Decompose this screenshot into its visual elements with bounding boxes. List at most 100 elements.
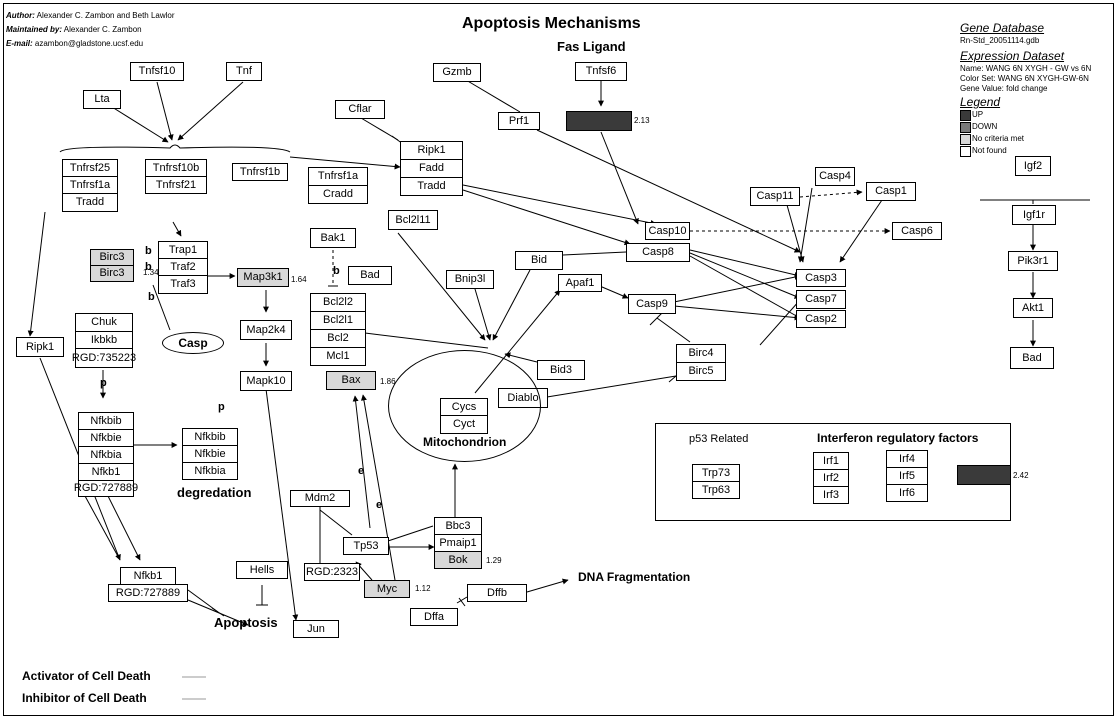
gene-akt1[interactable]: Akt1 bbox=[1013, 298, 1053, 318]
gene-cradd[interactable]: Cradd bbox=[308, 185, 368, 204]
gene-tnfsf10[interactable]: Tnfsf10 bbox=[130, 62, 184, 81]
irf-title: Interferon regulatory factors bbox=[817, 431, 979, 445]
gene-bax[interactable]: Bax bbox=[326, 371, 376, 390]
gene-dffb[interactable]: Dffb bbox=[467, 584, 527, 602]
gene-tradd[interactable]: Tradd bbox=[62, 193, 118, 212]
gene-prf1[interactable]: Prf1 bbox=[498, 112, 540, 130]
gene-bok[interactable]: Bok bbox=[434, 551, 482, 569]
gene-nfkbie-degraded[interactable]: Nfkbie bbox=[182, 445, 238, 463]
gene-casp8[interactable]: Casp8 bbox=[626, 243, 690, 262]
gene-gzmb[interactable]: Gzmb bbox=[433, 63, 481, 82]
value-irf: 2.42 bbox=[1013, 471, 1029, 480]
gene-bnip3l[interactable]: Bnip3l bbox=[446, 270, 494, 289]
gene-trp73[interactable]: Trp73 bbox=[692, 464, 740, 482]
gene-bbc3[interactable]: Bbc3 bbox=[434, 517, 482, 535]
gene-irf2[interactable]: Irf2 bbox=[813, 469, 849, 487]
gene-mcl1[interactable]: Mcl1 bbox=[310, 347, 366, 366]
nfkb1-group: Nfkb1 RGD:727889 bbox=[108, 567, 188, 602]
gene-casp7[interactable]: Casp7 bbox=[796, 290, 846, 309]
gene-nfkbie[interactable]: Nfkbie bbox=[78, 429, 134, 447]
gene-bak1[interactable]: Bak1 bbox=[310, 228, 356, 248]
casp-node[interactable]: Casp bbox=[162, 332, 224, 354]
gene-map3k1[interactable]: Map3k1 bbox=[237, 268, 289, 287]
gene-bcl2l2[interactable]: Bcl2l2 bbox=[310, 293, 366, 312]
irf-expression-box[interactable] bbox=[957, 465, 1011, 485]
gene-casp4[interactable]: Casp4 bbox=[815, 167, 855, 186]
gene-tnfsf6[interactable]: Tnfsf6 bbox=[575, 62, 627, 81]
gene-bcl2l1[interactable]: Bcl2l1 bbox=[310, 311, 366, 330]
inhibitor-legend-label: Inhibitor of Cell Death bbox=[22, 691, 147, 705]
gene-cyct[interactable]: Cyct bbox=[440, 415, 488, 434]
gene-nfkb1-bottom[interactable]: Nfkb1 bbox=[120, 567, 176, 585]
gene-casp10[interactable]: Casp10 bbox=[645, 222, 690, 240]
gene-birc4[interactable]: Birc4 bbox=[676, 344, 726, 363]
gene-ripk1[interactable]: Ripk1 bbox=[400, 141, 463, 160]
gene-chuk[interactable]: Chuk bbox=[75, 313, 133, 332]
gene-traf3[interactable]: Traf3 bbox=[158, 275, 208, 294]
gene-bad-right[interactable]: Bad bbox=[1010, 347, 1054, 369]
gene-irf5[interactable]: Irf5 bbox=[886, 467, 928, 485]
gene-casp6[interactable]: Casp6 bbox=[892, 222, 942, 240]
gene-irf6[interactable]: Irf6 bbox=[886, 484, 928, 502]
gene-birc3-b[interactable]: Birc3 bbox=[90, 265, 134, 282]
gene-birc3-a[interactable]: Birc3 bbox=[90, 249, 134, 266]
gene-cycs[interactable]: Cycs bbox=[440, 398, 488, 416]
gene-cflar[interactable]: Cflar bbox=[335, 100, 385, 119]
gene-map2k4[interactable]: Map2k4 bbox=[240, 320, 292, 340]
gene-tnfrsf21[interactable]: Tnfrsf21 bbox=[145, 176, 207, 194]
gene-jun[interactable]: Jun bbox=[293, 620, 339, 638]
gene-irf3[interactable]: Irf3 bbox=[813, 486, 849, 504]
gene-casp1[interactable]: Casp1 bbox=[866, 182, 916, 201]
gene-birc5[interactable]: Birc5 bbox=[676, 362, 726, 381]
gene-myc[interactable]: Myc bbox=[364, 580, 410, 598]
gene-tp53[interactable]: Tp53 bbox=[343, 537, 389, 555]
gene-trap1[interactable]: Trap1 bbox=[158, 241, 208, 259]
gene-irf1[interactable]: Irf1 bbox=[813, 452, 849, 470]
gene-ikbkb[interactable]: Ikbkb bbox=[75, 331, 133, 349]
gene-tnfrsf25[interactable]: Tnfrsf25 bbox=[62, 159, 118, 177]
gene-nfkbia-degraded[interactable]: Nfkbia bbox=[182, 462, 238, 480]
author-label: Author: bbox=[6, 11, 35, 20]
gene-nfkbib-degraded[interactable]: Nfkbib bbox=[182, 428, 238, 446]
gene-tnfrsf1b[interactable]: Tnfrsf1b bbox=[232, 163, 288, 181]
gene-igf1r[interactable]: Igf1r bbox=[1012, 205, 1056, 225]
gene-traf2[interactable]: Traf2 bbox=[158, 258, 208, 276]
gene-mdm2[interactable]: Mdm2 bbox=[290, 490, 350, 507]
gene-rgd-735223[interactable]: RGD:735223 bbox=[72, 348, 136, 368]
gene-rgd-727889-bottom[interactable]: RGD:727889 bbox=[108, 584, 188, 602]
gene-bad[interactable]: Bad bbox=[348, 266, 392, 285]
gene-dffa[interactable]: Dffa bbox=[410, 608, 458, 626]
gene-nfkbia[interactable]: Nfkbia bbox=[78, 446, 134, 464]
gene-irf4[interactable]: Irf4 bbox=[886, 450, 928, 468]
edge-label-b: b bbox=[145, 245, 152, 257]
nfkb-inhibitor-group: Nfkbib Nfkbie Nfkbia Nfkb1 RGD:727889 bbox=[74, 412, 138, 497]
gene-tradd-mid[interactable]: Tradd bbox=[400, 177, 463, 196]
gene-bid3[interactable]: Bid3 bbox=[537, 360, 585, 380]
gene-bid[interactable]: Bid bbox=[515, 251, 563, 270]
gene-nfkb1[interactable]: Nfkb1 bbox=[78, 463, 134, 481]
gene-tnfrsf1a[interactable]: Tnfrsf1a bbox=[62, 176, 118, 194]
gene-tnfrsf10b[interactable]: Tnfrsf10b bbox=[145, 159, 207, 177]
gene-ripk1-left[interactable]: Ripk1 bbox=[16, 337, 64, 357]
gene-rgd-2323[interactable]: RGD:2323 bbox=[304, 563, 360, 581]
gene-trp63[interactable]: Trp63 bbox=[692, 481, 740, 499]
gene-mapk10[interactable]: Mapk10 bbox=[240, 371, 292, 391]
gene-tnfrsf1a-mid[interactable]: Tnfrsf1a bbox=[308, 167, 368, 186]
gene-casp9[interactable]: Casp9 bbox=[628, 294, 676, 314]
gene-casp3[interactable]: Casp3 bbox=[796, 269, 846, 287]
gene-pmaip1[interactable]: Pmaip1 bbox=[434, 534, 482, 552]
gene-casp11[interactable]: Casp11 bbox=[750, 187, 800, 206]
gene-lta[interactable]: Lta bbox=[83, 90, 121, 109]
gene-rgd-727889[interactable]: RGD:727889 bbox=[74, 480, 138, 497]
gene-tnf[interactable]: Tnf bbox=[226, 62, 262, 81]
gene-nfkbib[interactable]: Nfkbib bbox=[78, 412, 134, 430]
gene-apaf1[interactable]: Apaf1 bbox=[558, 274, 602, 292]
gene-fadd[interactable]: Fadd bbox=[400, 159, 463, 178]
gene-tnfsf6-expression[interactable] bbox=[566, 111, 632, 131]
gene-bcl2[interactable]: Bcl2 bbox=[310, 329, 366, 348]
gene-bcl2l11[interactable]: Bcl2l11 bbox=[388, 210, 438, 230]
gene-hells[interactable]: Hells bbox=[236, 561, 288, 579]
gene-pik3r1[interactable]: Pik3r1 bbox=[1008, 251, 1058, 271]
gene-casp2[interactable]: Casp2 bbox=[796, 310, 846, 328]
gene-igf2[interactable]: Igf2 bbox=[1015, 156, 1051, 176]
